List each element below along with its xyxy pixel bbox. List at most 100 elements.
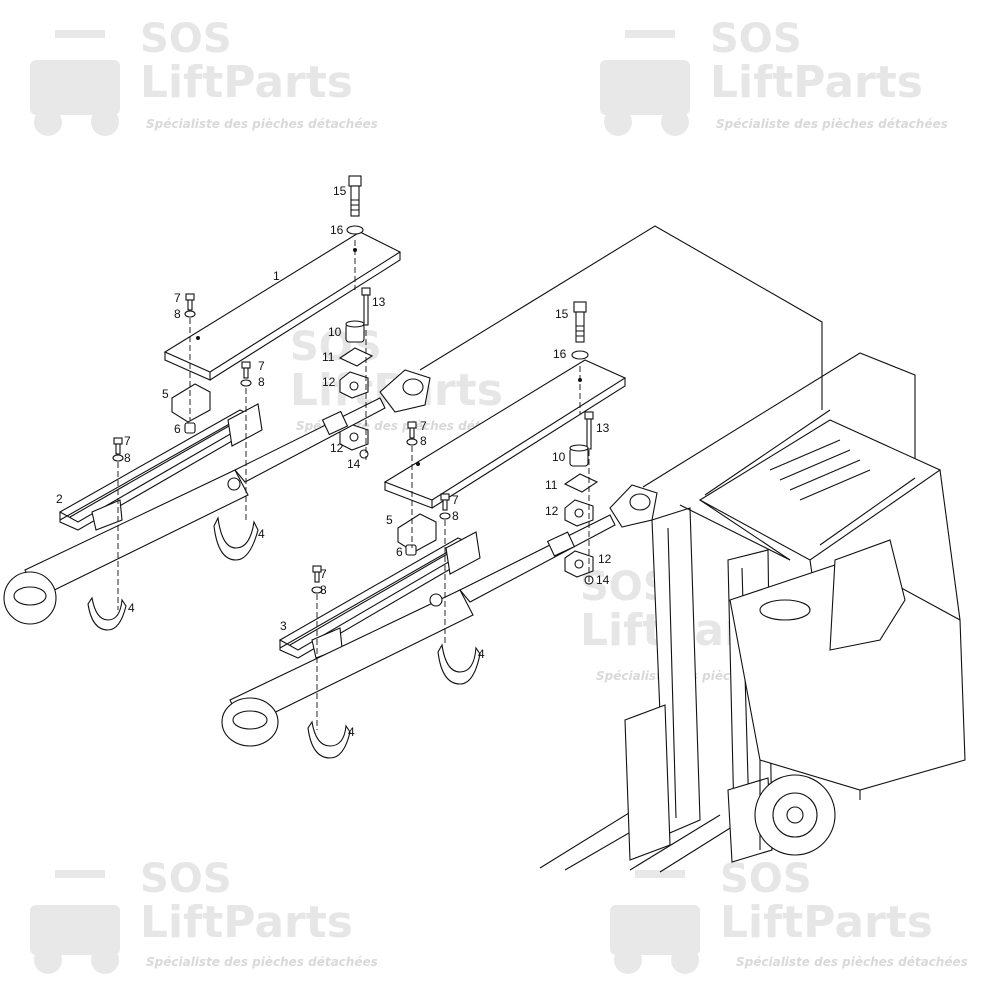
watermark-tagline: Spécialiste des pièches détachées bbox=[716, 117, 948, 131]
bolt-15 bbox=[348, 175, 362, 217]
washer-8d bbox=[406, 438, 418, 446]
callout-8d: 8 bbox=[420, 434, 427, 448]
washer-8e bbox=[439, 512, 451, 520]
nut-14 bbox=[359, 449, 369, 459]
watermark-tagline: Spécialiste des pièches détachées bbox=[736, 955, 968, 969]
steering-wheel bbox=[759, 599, 811, 621]
callout-12c: 12 bbox=[545, 504, 559, 518]
tilt-cylinders bbox=[679, 409, 916, 561]
fork-carriage-left bbox=[624, 704, 671, 861]
forklift-logo-icon bbox=[610, 870, 700, 974]
plate-11 bbox=[338, 347, 374, 367]
clamp-4a bbox=[213, 516, 259, 561]
callout-8e: 8 bbox=[452, 509, 459, 523]
callout-14b: 14 bbox=[596, 573, 610, 587]
bolt-13 bbox=[361, 287, 371, 326]
callout-6: 6 bbox=[174, 422, 181, 436]
callout-10b: 10 bbox=[552, 450, 566, 464]
callout-7c: 7 bbox=[124, 434, 131, 448]
washer-8 bbox=[184, 310, 196, 318]
watermark-brand-2: LiftParts bbox=[140, 897, 353, 948]
callout-7d: 7 bbox=[420, 419, 427, 433]
watermark-tagline: Spécialiste des pièches détachées bbox=[146, 955, 378, 969]
callout-labels: 15 16 1 7 8 13 10 11 7 8 12 5 6 7 8 12 1… bbox=[56, 184, 612, 739]
watermark-brand-2: LiftParts bbox=[710, 57, 923, 108]
nut-6b bbox=[405, 544, 417, 556]
callout-13b: 13 bbox=[596, 421, 610, 435]
callout-8c: 8 bbox=[124, 451, 131, 465]
lower-assembly bbox=[221, 301, 658, 759]
callout-4a: 4 bbox=[258, 527, 265, 541]
overhead-guard bbox=[698, 419, 942, 561]
callout-4b: 4 bbox=[128, 601, 135, 615]
callout-7: 7 bbox=[174, 291, 181, 305]
bracket-5 bbox=[171, 383, 211, 423]
washer-16b bbox=[571, 350, 589, 360]
callout-8b: 8 bbox=[258, 375, 265, 389]
callout-6b: 6 bbox=[396, 545, 403, 559]
bolt-7e bbox=[440, 493, 450, 511]
watermark-brand: SOS bbox=[140, 856, 232, 902]
bolt-7b bbox=[241, 361, 251, 379]
forklift-logo-icon bbox=[30, 30, 120, 136]
bracket-12 bbox=[339, 371, 369, 399]
bracket-12c bbox=[564, 499, 594, 527]
leader-lines bbox=[419, 225, 916, 488]
spacer-10 bbox=[345, 320, 365, 343]
callout-7f: 7 bbox=[320, 567, 327, 581]
callout-16: 16 bbox=[330, 223, 344, 237]
callout-2: 2 bbox=[56, 492, 63, 506]
bolt-7f bbox=[312, 565, 322, 583]
callout-12d: 12 bbox=[598, 552, 612, 566]
callout-12: 12 bbox=[322, 375, 336, 389]
washer-8f bbox=[311, 586, 323, 594]
callout-10: 10 bbox=[328, 325, 342, 339]
callout-16b: 16 bbox=[553, 347, 567, 361]
callout-11b: 11 bbox=[545, 478, 558, 492]
washer-16 bbox=[346, 225, 364, 235]
washer-8b bbox=[240, 379, 252, 387]
watermark-brand-2: LiftParts bbox=[140, 57, 353, 108]
bolt-7c bbox=[113, 437, 123, 455]
callout-15: 15 bbox=[333, 184, 347, 198]
bracket-12d bbox=[564, 550, 594, 578]
clamp-4b bbox=[87, 596, 127, 631]
bolt-7d bbox=[407, 421, 417, 439]
bolt-13b bbox=[584, 411, 594, 450]
callout-14: 14 bbox=[347, 457, 361, 471]
callout-7e: 7 bbox=[452, 493, 459, 507]
bolt-15b bbox=[573, 301, 587, 343]
front-wheel bbox=[754, 774, 836, 856]
guard-slots bbox=[769, 439, 871, 501]
rail-part-3 bbox=[278, 531, 481, 659]
watermark-bottom-left: SOS LiftParts Spécialiste des pièches dé… bbox=[30, 856, 378, 974]
callout-13: 13 bbox=[372, 295, 386, 309]
forklift-illustration bbox=[539, 409, 966, 873]
watermark-brand-2: LiftParts bbox=[720, 897, 933, 948]
tie-rod-upper bbox=[3, 369, 431, 625]
watermark-top-left: SOS LiftParts Spécialiste des pièches dé… bbox=[30, 16, 378, 136]
plate-11b bbox=[563, 473, 599, 493]
bracket-5b bbox=[397, 513, 437, 553]
callout-8: 8 bbox=[174, 307, 181, 321]
nut-6 bbox=[184, 422, 196, 434]
clamp-4d bbox=[307, 720, 351, 759]
tie-rod-lower bbox=[221, 484, 658, 747]
callout-3: 3 bbox=[280, 619, 287, 633]
watermark-brand: SOS bbox=[720, 856, 812, 902]
callout-8f: 8 bbox=[320, 583, 327, 597]
spacer-10b bbox=[569, 444, 589, 467]
forklift-logo-icon bbox=[600, 30, 690, 136]
callout-15b: 15 bbox=[555, 307, 569, 321]
callout-11: 11 bbox=[322, 350, 335, 364]
callout-7b: 7 bbox=[258, 359, 265, 373]
callout-12b: 12 bbox=[330, 441, 344, 455]
forklift-logo-icon bbox=[30, 870, 120, 974]
seat bbox=[829, 539, 906, 651]
watermark-brand: SOS bbox=[140, 16, 232, 62]
watermark-top-right: SOS LiftParts Spécialiste des pièches dé… bbox=[600, 16, 948, 136]
washer-8c bbox=[112, 454, 124, 462]
callout-5: 5 bbox=[162, 387, 169, 401]
